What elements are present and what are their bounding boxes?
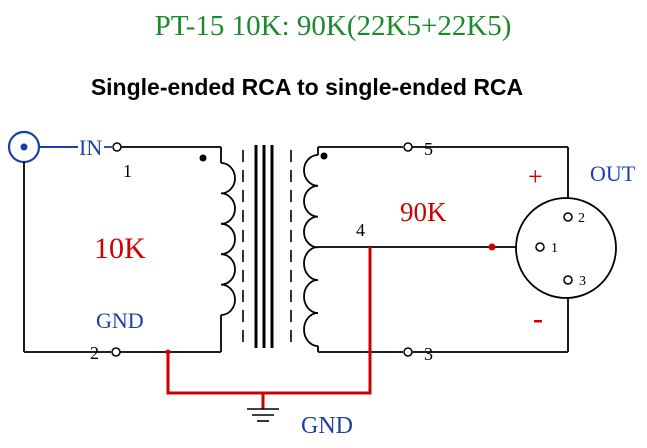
gnd-left-label: GND	[96, 308, 144, 333]
gnd-junction-left	[165, 349, 171, 355]
center-tap-junction	[488, 243, 496, 251]
xlr-connector-icon	[515, 197, 617, 299]
pin1-number: 1	[123, 161, 132, 181]
minus-sign: -	[533, 302, 543, 335]
ground-wiring	[166, 247, 372, 409]
primary-polarity-dot	[199, 154, 207, 162]
ground-symbol-icon	[247, 408, 279, 422]
gnd-bottom-label: GND	[301, 413, 353, 439]
xlr-pin2-number: 2	[578, 211, 585, 226]
diagram-subtitle: Single-ended RCA to single-ended RCA	[91, 74, 523, 100]
secondary-impedance-label: 90K	[400, 197, 447, 227]
pin2-terminal	[111, 347, 121, 357]
pin5-terminal	[403, 142, 413, 152]
primary-winding	[220, 147, 236, 352]
transformer-core-icon	[242, 145, 292, 348]
secondary-winding	[303, 147, 319, 352]
pin4-number: 4	[356, 220, 365, 240]
xlr-pin1-number: 1	[551, 241, 558, 256]
pin3-number: 3	[424, 344, 433, 364]
diagram-title: PT-15 10K: 90K(22K5+22K5)	[155, 10, 512, 42]
pin2-number: 2	[90, 343, 99, 363]
out-label: OUT	[590, 161, 636, 186]
pin1-terminal	[112, 142, 122, 152]
secondary-polarity-dot	[320, 152, 328, 160]
pin5-number: 5	[424, 139, 433, 159]
primary-impedance-label: 10K	[94, 232, 146, 265]
rca-jack-icon	[7, 130, 78, 164]
in-label: IN	[79, 135, 102, 160]
plus-sign: +	[528, 162, 543, 191]
xlr-pin3-number: 3	[579, 274, 586, 289]
pin3-terminal	[403, 347, 413, 357]
